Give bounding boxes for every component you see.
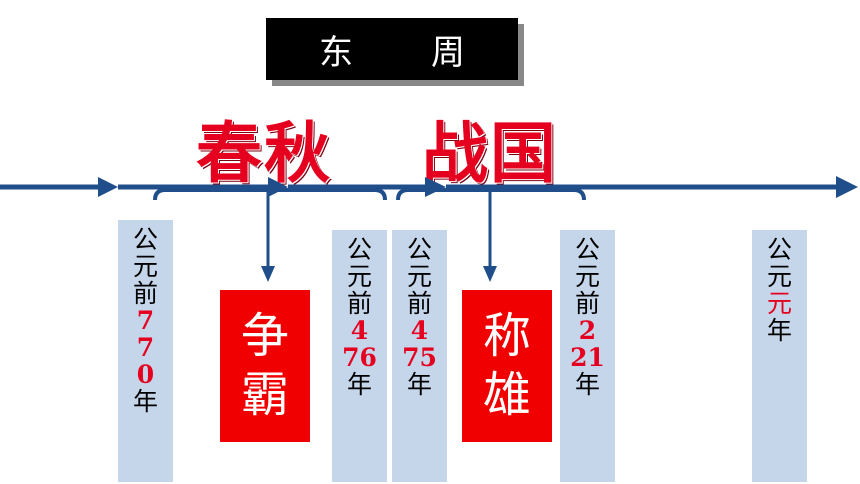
event-dominance-char-2: 雄 xyxy=(482,367,531,423)
date-221bc-char-3: 前 xyxy=(574,289,600,318)
date-770bc-year-char: 年 xyxy=(132,387,158,416)
dynasty-title-char-2: 周 xyxy=(431,32,465,73)
date-ad1-year-char: 年 xyxy=(766,316,792,345)
date-476bc-char-1: 公 xyxy=(346,235,372,264)
date-221bc-digit-2: 21 xyxy=(570,343,605,372)
hegemony-pointer-arrow xyxy=(261,266,275,282)
date-475bc-digit-1: 4 xyxy=(410,316,429,345)
event-dominance-char-1: 称 xyxy=(482,308,531,365)
axis-arrow-4 xyxy=(836,176,858,198)
date-770bc: 公 元 前 7 7 0 年 xyxy=(118,220,173,482)
date-ad1-char-1: 公 xyxy=(766,235,792,264)
period-spring-autumn: 春秋 xyxy=(196,114,332,192)
dynasty-title: 东 周 xyxy=(266,18,518,80)
date-221bc-year-char: 年 xyxy=(574,370,600,399)
axis-arrow-2 xyxy=(268,177,288,197)
date-221bc-char-2: 元 xyxy=(574,262,600,291)
dominance-pointer-arrow xyxy=(483,266,497,282)
date-476bc: 公 元 前 4 76 年 xyxy=(332,230,387,482)
date-770bc-digit-2: 7 xyxy=(136,333,155,362)
date-ad1: 公 元 元 年 xyxy=(752,230,807,482)
date-475bc-year-char: 年 xyxy=(406,370,432,399)
dynasty-title-char-1: 东 xyxy=(319,32,353,73)
date-475bc-digit-2: 75 xyxy=(402,343,437,372)
axis-arrow-3 xyxy=(425,177,446,197)
event-dominance-box: 称 雄 xyxy=(462,290,552,442)
date-476bc-digit-1: 4 xyxy=(350,316,369,345)
period-warring-states: 战国 xyxy=(422,114,558,192)
axis-arrow-1 xyxy=(98,177,118,197)
date-475bc-char-1: 公 xyxy=(406,235,432,264)
date-770bc-char-1: 公 xyxy=(132,225,158,254)
date-476bc-year-char: 年 xyxy=(346,370,372,399)
date-475bc-char-2: 元 xyxy=(406,262,432,291)
date-770bc-char-2: 元 xyxy=(132,252,158,281)
date-221bc-char-1: 公 xyxy=(574,235,600,264)
date-ad1-char-2: 元 xyxy=(766,262,792,291)
date-475bc: 公 元 前 4 75 年 xyxy=(392,230,447,482)
event-hegemony-char-2: 霸 xyxy=(240,367,289,423)
date-476bc-char-2: 元 xyxy=(346,262,372,291)
date-770bc-char-3: 前 xyxy=(132,279,158,308)
date-770bc-digit-1: 7 xyxy=(136,306,155,335)
date-475bc-char-3: 前 xyxy=(406,289,432,318)
event-hegemony-box: 争 霸 xyxy=(220,290,310,442)
date-770bc-digit-3: 0 xyxy=(136,360,155,389)
event-hegemony-char-1: 争 xyxy=(240,308,289,365)
date-476bc-digit-2: 76 xyxy=(342,343,377,372)
date-476bc-char-3: 前 xyxy=(346,289,372,318)
spring-autumn-brace xyxy=(153,188,387,201)
date-ad1-red-char: 元 xyxy=(766,289,792,318)
date-221bc: 公 元 前 2 21 年 xyxy=(560,230,615,482)
date-221bc-digit-1: 2 xyxy=(578,316,597,345)
